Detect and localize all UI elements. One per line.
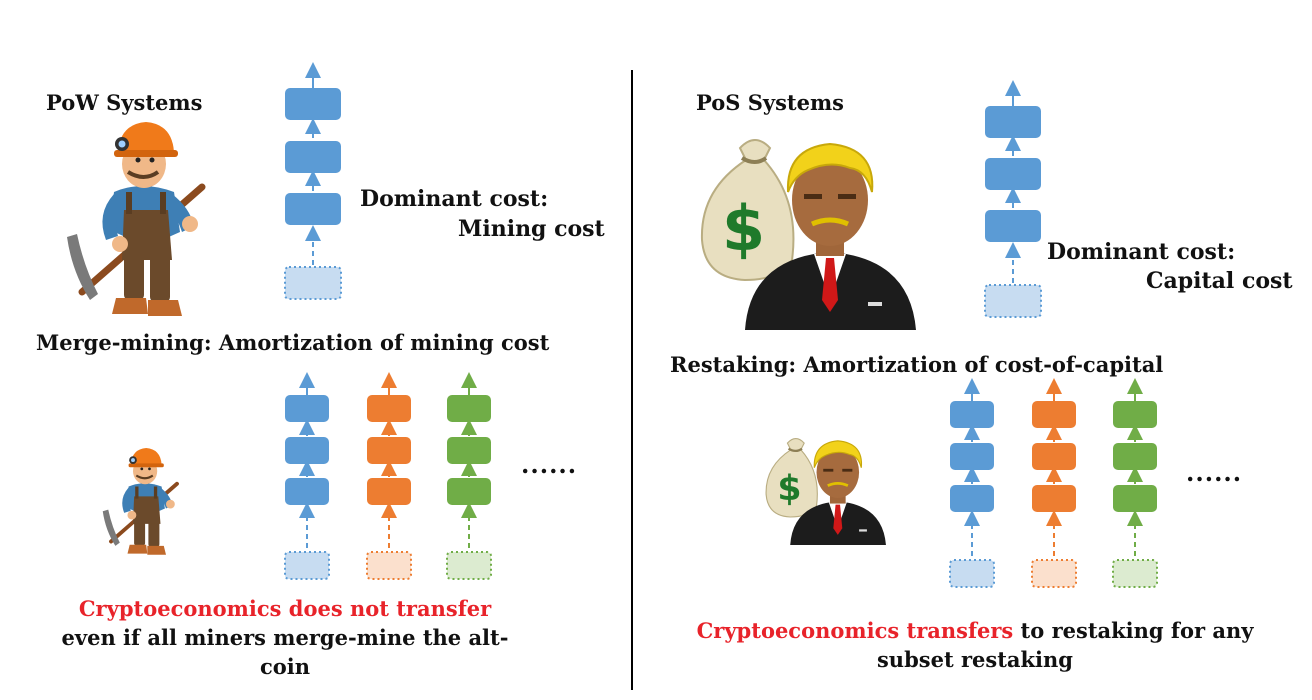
pow-caption: Cryptoeconomics does not transfer even i… [50,594,520,681]
pow-chain-top [284,62,342,300]
investor-illustration-small [764,437,888,547]
pow-title: PoW Systems [46,90,203,115]
pending-block [284,266,342,300]
pos-caption-emphasis: Cryptoeconomics transfers [696,618,1014,643]
restaking-chains [949,378,1158,588]
more-chains-ellipsis: ...... [521,450,578,479]
pos-caption: Cryptoeconomics transfers to restaking f… [660,616,1290,674]
pos-chain-top [984,80,1042,318]
restaking-title: Restaking: Amortization of cost-of-capit… [670,352,1164,377]
pow-caption-rest: even if all miners merge-mine the alt-co… [61,625,509,679]
pow-caption-emphasis: Cryptoeconomics does not transfer [78,596,492,621]
block [285,141,341,173]
miner-illustration-small [100,446,179,557]
block [285,193,341,225]
merge-mining-title: Merge-mining: Amortization of mining cos… [36,330,550,355]
investor-illustration [702,140,916,330]
pow-dominant-cost-label: Dominant cost: [360,186,549,212]
miner-illustration [67,122,202,316]
more-chains-ellipsis-right: ...... [1186,458,1243,487]
merge-mining-chains [284,372,492,580]
pos-dominant-cost-label: Dominant cost: [1047,239,1236,265]
block [285,88,341,120]
pos-title: PoS Systems [696,90,845,115]
pos-caption-rest: to restaking for any subset restaking [876,618,1254,672]
pow-dominant-cost-value: Mining cost [458,216,605,242]
pos-dominant-cost-value: Capital cost [1146,268,1293,294]
